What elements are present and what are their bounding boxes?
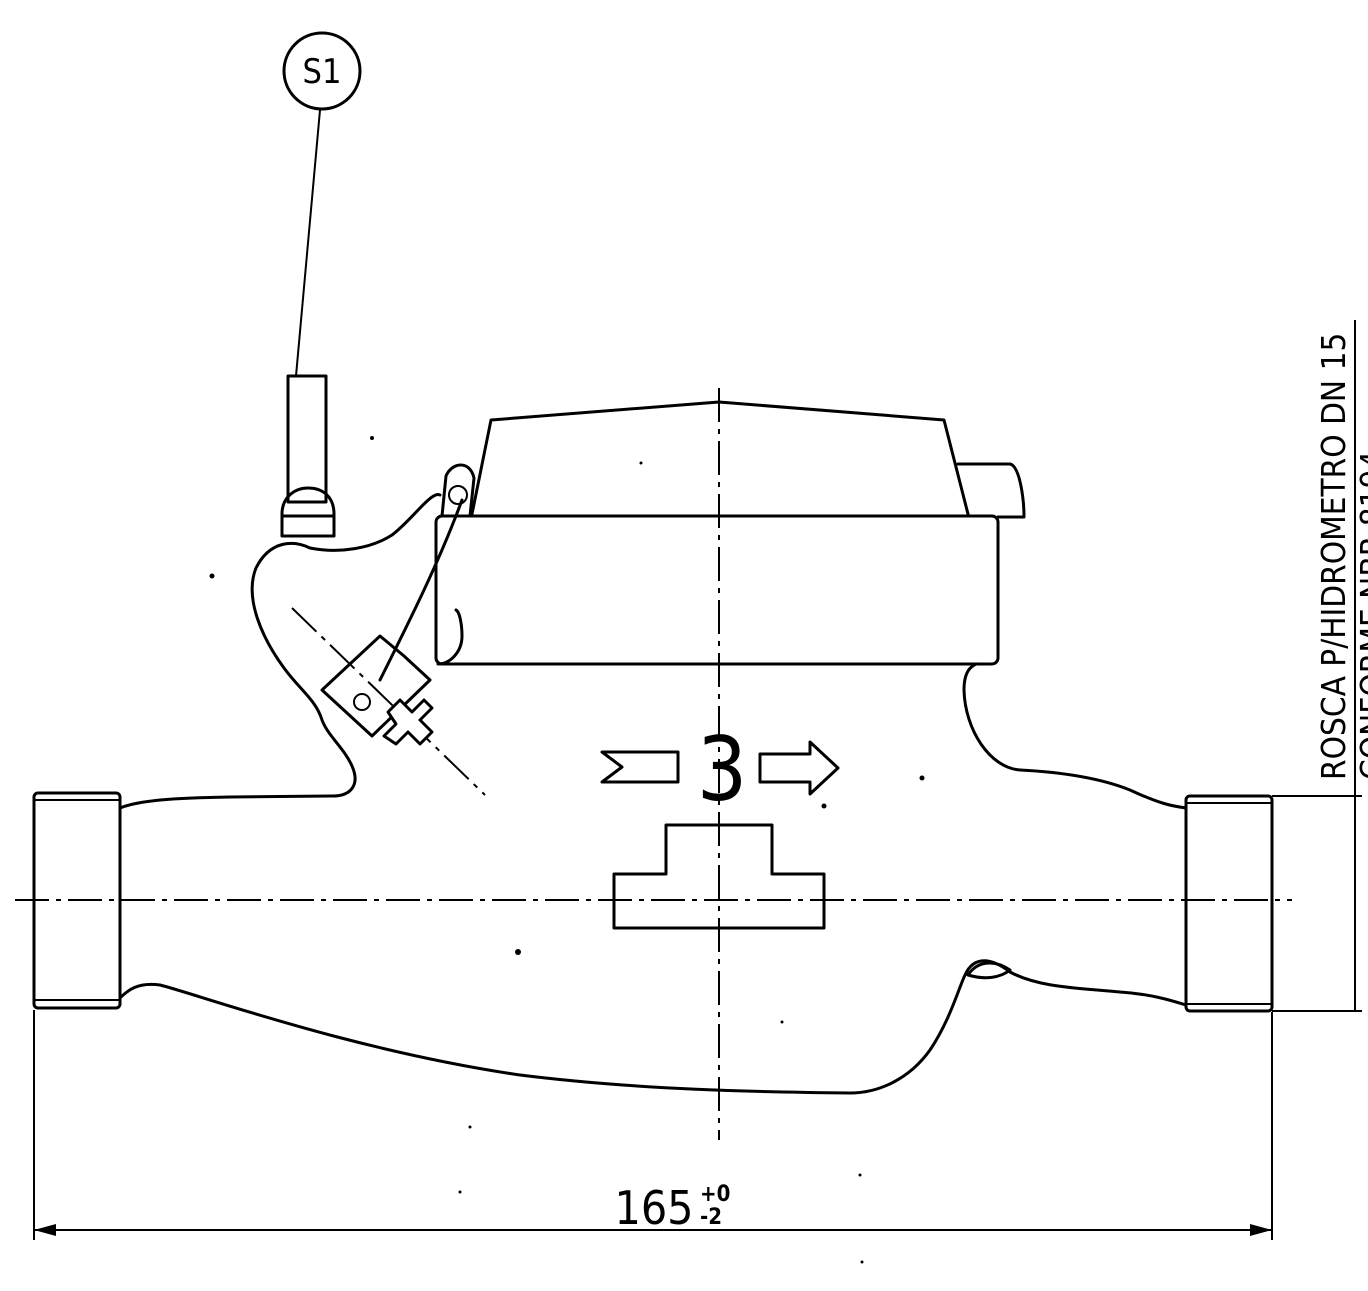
antenna-rod <box>286 374 328 504</box>
body-upper-left-contour <box>118 493 442 810</box>
seal-body <box>320 634 432 738</box>
flow-arrow-in-icon <box>600 750 680 784</box>
scan-specks <box>209 436 925 1264</box>
neck-left-curl <box>436 608 464 666</box>
flow-marker-label: 3 <box>697 718 747 821</box>
flow-arrow-out-icon <box>758 740 840 796</box>
dimension-lower-tolerance: -2 <box>700 1205 722 1230</box>
thread-note: ROSCA P/HIDROMETRO DN 15 CONFORME NBR 81… <box>1272 320 1368 1012</box>
seal-wire <box>378 498 464 682</box>
length-dimension: 165 +0 -2 <box>33 1010 1273 1240</box>
dimension-arrow-left-icon <box>34 1224 56 1236</box>
hinge-pin-icon <box>448 485 468 505</box>
thread-note-line1: ROSCA P/HIDROMETRO DN 15 <box>1314 333 1353 780</box>
balloon-label: S1 <box>303 52 342 92</box>
seal-assembly <box>320 498 464 746</box>
balloon-leader <box>295 109 321 377</box>
lower-right-boss <box>966 961 1012 980</box>
register-lid <box>470 400 970 516</box>
register-box <box>434 514 1000 666</box>
balloon-circle <box>282 31 362 111</box>
dimension-value: 165 <box>615 1181 694 1235</box>
seal-axis-line <box>291 607 486 796</box>
meter-body <box>118 493 1188 1095</box>
antenna <box>280 374 336 538</box>
dimension-upper-tolerance: +0 <box>700 1182 730 1207</box>
balloon-s1: S1 <box>282 31 362 377</box>
register-housing <box>434 400 1026 666</box>
seal-hole-icon <box>353 693 371 711</box>
body-lower-contour <box>118 959 1188 1095</box>
right-pipe-nut <box>1184 794 1274 1013</box>
left-pipe-nut <box>32 791 122 1010</box>
flow-direction-t-symbol <box>612 823 826 930</box>
lid-hinge-left <box>440 463 476 518</box>
body-upper-right-contour <box>962 662 1188 810</box>
flow-indicator: 3 <box>600 718 840 821</box>
antenna-base <box>280 486 336 538</box>
lid-hinge-right <box>956 462 1026 519</box>
thread-note-line2: CONFORME NBR 8194 <box>1353 451 1368 780</box>
seal-cross-icon <box>382 698 434 746</box>
dimension-arrow-right-icon <box>1250 1224 1272 1236</box>
center-lines <box>15 388 1292 1140</box>
